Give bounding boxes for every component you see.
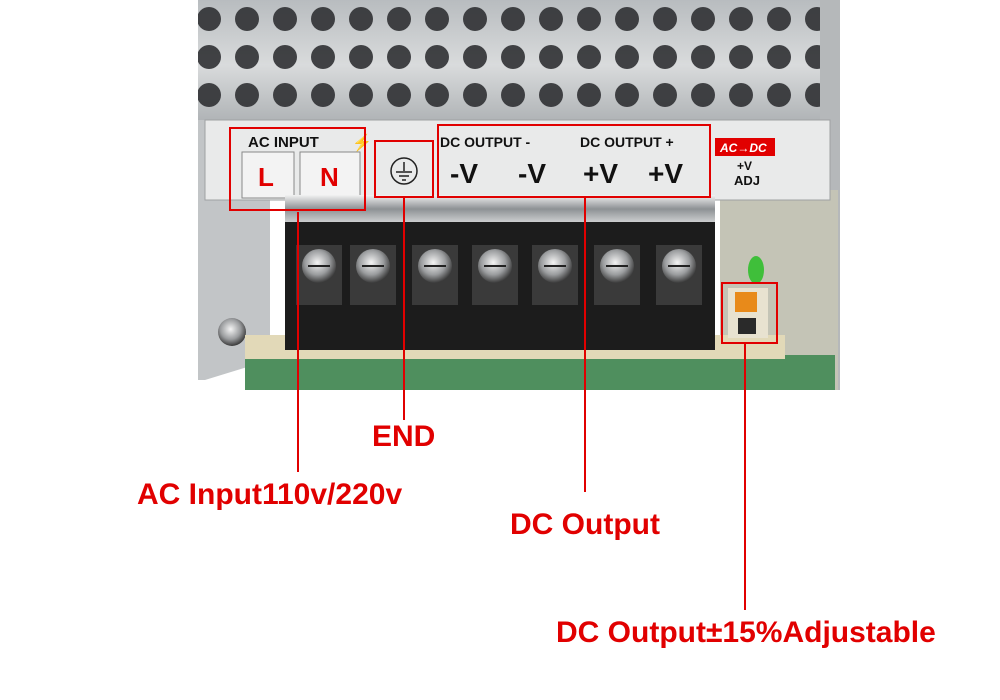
terminal-label-L: L — [258, 162, 274, 192]
dc-output-callout-label: DC Output — [510, 508, 660, 541]
terminal-screw-5 — [532, 245, 578, 305]
ac-dc-badge: AC→DC — [719, 141, 767, 155]
terminal-screw-1 — [296, 245, 342, 305]
ac-input-highlight-box — [229, 127, 366, 211]
adj-plus-v-marking: +V — [737, 159, 752, 173]
side-screw — [218, 318, 246, 346]
dc-adjustable-callout-label: DC Output±15%Adjustable — [556, 616, 936, 649]
terminal-screw-6 — [594, 245, 640, 305]
dc-output-plus-marking: DC OUTPUT + — [580, 134, 674, 150]
ac-input-marking: AC INPUT — [248, 134, 319, 151]
power-led — [748, 256, 764, 284]
ground-highlight-box — [374, 140, 434, 198]
label-plate: AC INPUT ⚡ DC OUTPUT - DC OUTPUT + L N -… — [204, 119, 831, 201]
dc-output-highlight-box — [437, 124, 711, 198]
terminal-screw-2 — [350, 245, 396, 305]
adj-marking: ADJ — [734, 173, 760, 188]
terminal-screw-4 — [472, 245, 518, 305]
voltage-adjust-potentiometer — [728, 288, 768, 338]
dc-output-minus-marking: DC OUTPUT - — [440, 134, 531, 150]
ground-icon — [390, 157, 418, 185]
vented-cover — [198, 0, 840, 390]
terminal-screw-3 — [412, 245, 458, 305]
terminal-label-minus-v-1: -V — [450, 158, 478, 189]
terminal-label-minus-v-2: -V — [518, 158, 546, 189]
ground-callout-label: END — [372, 420, 436, 453]
terminal-block — [285, 195, 715, 350]
terminal-label-plus-v-2: +V — [648, 158, 683, 189]
ac-input-callout-label: AC Input110v/220v — [137, 478, 403, 511]
adjust-pot-highlight-box — [721, 282, 778, 344]
warning-bolt-icon: ⚡ — [352, 133, 372, 152]
terminal-label-plus-v-1: +V — [583, 158, 618, 189]
circuit-board — [245, 355, 835, 390]
terminal-label-N: N — [320, 162, 339, 192]
terminal-screw-7 — [656, 245, 702, 305]
